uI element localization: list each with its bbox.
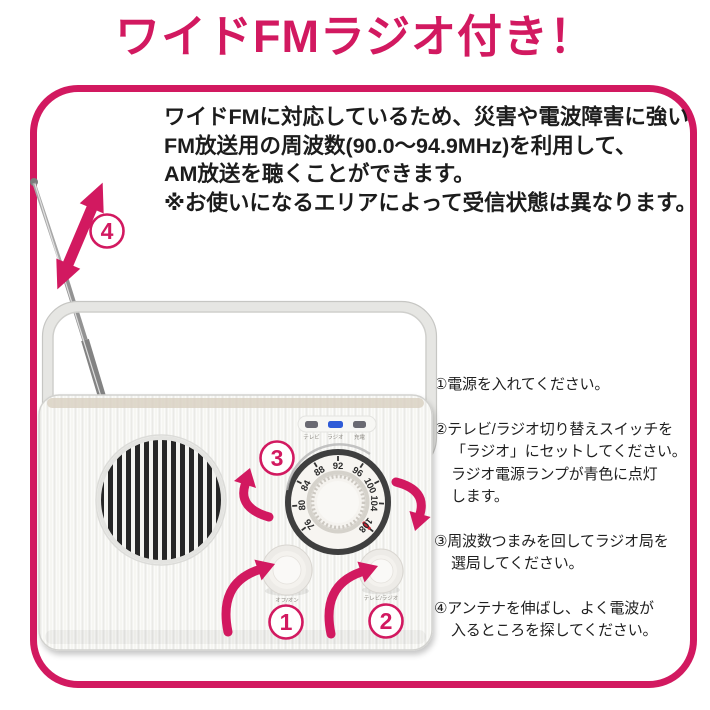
callout-4-badge: 4 — [89, 213, 125, 249]
tuning-dial: 76 80 84 88 92 96 100 104 108 — [285, 443, 391, 555]
dial-left-arrow-icon — [234, 468, 274, 522]
description-text: ワイドFMに対応しているため、災害や電波障害に強い FM放送用の周波数(90.0… — [164, 105, 698, 215]
dial-freq-104: 104 — [368, 495, 380, 512]
mode-knob-label: テレビ/ラジオ — [364, 594, 398, 602]
svg-text:1: 1 — [280, 609, 293, 635]
instruction-step-4: ④アンテナを伸ばし、よく電波が 入るところを探してください。 — [434, 599, 658, 640]
dial-freq-92: 92 — [333, 461, 344, 472]
svg-text:2: 2 — [380, 608, 393, 634]
dial-freq-80: 80 — [297, 499, 309, 510]
antenna-icon — [30, 178, 113, 422]
svg-text:4: 4 — [101, 218, 114, 244]
power-knob: オフ/オン — [261, 544, 313, 604]
speaker-grille-icon — [95, 434, 227, 566]
instruction-list: ①電源を入れてください。 ②テレビ/ラジオ切り替えスイッチを 「ラジオ」にセット… — [434, 374, 696, 665]
power-knob-arrow-icon — [221, 559, 275, 637]
callout-3-badge: 3 — [259, 440, 295, 476]
antenna-double-arrow-icon — [56, 182, 104, 290]
charge-led — [353, 421, 366, 428]
content-frame-border — [30, 85, 697, 688]
led-indicators: テレビ ラジオ 充電 — [297, 415, 377, 441]
mode-knob-arrow-icon — [324, 561, 378, 639]
instruction-step-1: ①電源を入れてください。 — [434, 376, 610, 393]
instruction-step-2: ②テレビ/ラジオ切り替えスイッチを 「ラジオ」にセットしてください。 ラジオ電源… — [434, 420, 687, 506]
dial-right-arrow-icon — [391, 477, 431, 531]
mode-knob: テレビ/ラジオ — [358, 548, 404, 602]
callout-1-badge: 1 — [268, 604, 304, 640]
radio-power-led — [328, 421, 343, 428]
svg-text:3: 3 — [271, 445, 284, 471]
power-knob-label: オフ/オン — [275, 597, 299, 604]
radio-led-label: ラジオ — [327, 434, 343, 441]
tv-led-label: テレビ — [303, 433, 320, 441]
radio-product-photo: テレビ ラジオ 充電 76 80 84 88 92 96 100 104 108 — [30, 178, 438, 651]
tv-led — [305, 421, 318, 428]
charge-led-label: 充電 — [354, 433, 366, 441]
page-title: ワイドFMラジオ付き！ — [114, 11, 596, 62]
instruction-step-3: ③周波数つまみを回してラジオ局を 選局してください。 — [434, 532, 669, 573]
callout-2-badge: 2 — [368, 603, 404, 639]
